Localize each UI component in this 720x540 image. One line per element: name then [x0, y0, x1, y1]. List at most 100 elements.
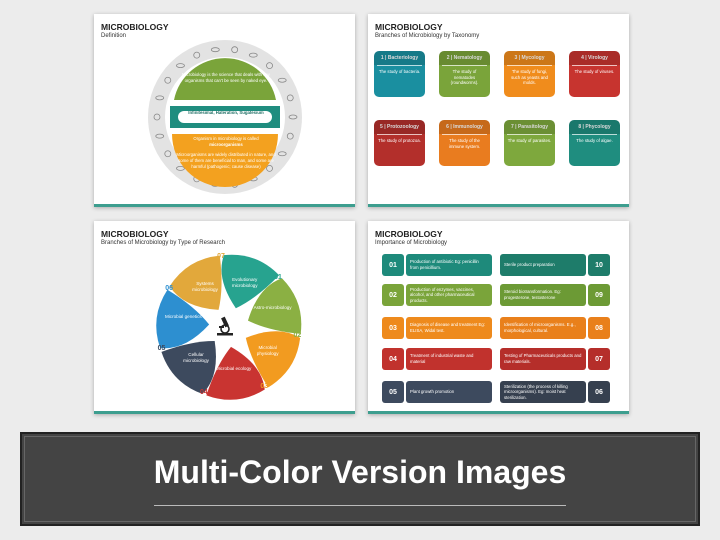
card-header: 3 | Mycology	[504, 51, 555, 65]
card-header: 7 | Parasitology	[504, 120, 555, 134]
petal-shape	[245, 331, 301, 388]
slide-subtitle: Definition	[101, 33, 127, 39]
microbe-ring-graphic	[148, 40, 302, 194]
petal-label: Evolutionary microbiology	[231, 276, 258, 288]
card-header: 1 | Bacteriology	[374, 51, 425, 65]
microscope-icon	[217, 316, 233, 336]
card-body: The study of parasites.	[504, 134, 555, 166]
importance-number: 07	[588, 348, 610, 370]
petal-label: Astro-microbiology	[253, 305, 292, 311]
petal-label: Cellular microbiology	[183, 352, 209, 364]
slide-subtitle: Importance of Microbiology	[375, 240, 448, 246]
microbe-icon	[286, 132, 294, 140]
banner-underline	[154, 505, 566, 506]
microbe-icon	[176, 165, 185, 171]
importance-text: Diagnosis of disease and treatment Eg: E…	[406, 317, 492, 339]
petal-label: Microbial ecology	[215, 365, 252, 371]
petal-shape	[161, 340, 216, 394]
importance-text: Sterile product preparation	[500, 254, 586, 276]
card-body: The study of algae.	[569, 134, 620, 166]
importance-number: 05	[382, 381, 404, 403]
microbe-icon	[193, 51, 201, 59]
importance-number: 01	[382, 254, 404, 276]
slide-research[interactable]: MICROBIOLOGY Branches of Microbiology by…	[94, 221, 355, 414]
importance-number: 03	[382, 317, 404, 339]
microbe-icon	[277, 77, 287, 83]
importance-number: 02	[382, 284, 404, 306]
importance-text: Sterilization (the process of killing mi…	[500, 381, 586, 403]
petal-shape	[169, 255, 222, 310]
importance-number: 04	[382, 348, 404, 370]
microbe-icon	[286, 94, 294, 102]
slide-title: MICROBIOLOGY	[375, 22, 443, 32]
bottom-text: Microorganisms are widely distributed in…	[176, 152, 276, 169]
card-header: 5 | Protozoology	[374, 120, 425, 134]
importance-text: Testing of Pharmaceuticals products and …	[500, 348, 586, 370]
microbe-icon	[164, 76, 172, 84]
slide-title: MICROBIOLOGY	[101, 229, 169, 239]
card-header: 4 | Virology	[569, 51, 620, 65]
importance-text: Production of antibiotic Eg: penicillin …	[406, 254, 492, 276]
card-body: The study of bacteria.	[374, 65, 425, 97]
petal-diagram	[156, 254, 302, 400]
importance-text: Plant growth promotion	[406, 381, 492, 403]
card-body: The study of fungi, such as yeasts and m…	[504, 65, 555, 97]
card-header: 8 | Phycology	[569, 120, 620, 134]
petal-number: 01	[274, 274, 282, 282]
card-header: 2 | Nematology	[439, 51, 490, 65]
importance-text: Identification of microorganisms. E.g., …	[500, 317, 586, 339]
microbe-icon	[155, 133, 165, 139]
microbe-icon	[231, 46, 239, 54]
microbe-icon	[288, 114, 298, 120]
importance-number: 08	[588, 317, 610, 339]
slide-title: MICROBIOLOGY	[101, 22, 169, 32]
petal-label: Microbial genetics	[164, 314, 202, 320]
slide-subtitle: Branches of Microbiology by Taxonomy	[375, 33, 480, 39]
petal-number: 07	[217, 253, 225, 261]
importance-text: Production of enzymes, vaccines, alcohol…	[406, 284, 492, 306]
slide-definition[interactable]: MICROBIOLOGY Definition Microbiology is …	[94, 14, 355, 207]
microbe-icon	[248, 52, 258, 58]
microbe-icon	[266, 164, 273, 172]
card-header: 6 | Immunology	[439, 120, 490, 134]
card-body: The study of the immune system.	[439, 134, 490, 166]
petal-number: 02	[293, 331, 302, 339]
petal-label: Microbial physiology	[256, 344, 279, 356]
petal-shape	[221, 254, 280, 309]
petal-number: 03	[260, 382, 269, 390]
banner: Multi-Color Version Images	[20, 432, 700, 526]
slide-importance[interactable]: MICROBIOLOGY Importance of Microbiology …	[368, 221, 629, 414]
petal-number: 06	[165, 284, 174, 292]
slide-subtitle: Branches of Microbiology by Type of Rese…	[101, 240, 225, 246]
card-body: The study of protozoa.	[374, 134, 425, 166]
card-body: The study of nematodes (roundworms).	[439, 65, 490, 97]
definition-text: Microbiology is the science that deals w…	[182, 72, 270, 83]
microbe-icon	[155, 95, 165, 101]
microbe-icon	[210, 47, 220, 53]
importance-number: 06	[588, 381, 610, 403]
petal-label: Systems microbiology	[192, 280, 218, 292]
microbe-icon	[266, 62, 273, 70]
microbe-icon	[164, 150, 172, 158]
petal-shape	[156, 289, 210, 349]
slide-title: MICROBIOLOGY	[375, 229, 443, 239]
petal-shape	[247, 278, 302, 334]
slide-taxonomy[interactable]: MICROBIOLOGY Branches of Microbiology by…	[368, 14, 629, 207]
importance-number: 10	[588, 254, 610, 276]
microbe-icon	[277, 151, 287, 157]
importance-number: 09	[588, 284, 610, 306]
card-body: The study of viruses.	[569, 65, 620, 97]
banner-title: Multi-Color Version Images	[153, 454, 567, 490]
importance-text: Steroid biotransformation. Eg: progester…	[500, 284, 586, 306]
petal-number: 05	[157, 345, 166, 353]
petal-shape	[206, 346, 265, 400]
